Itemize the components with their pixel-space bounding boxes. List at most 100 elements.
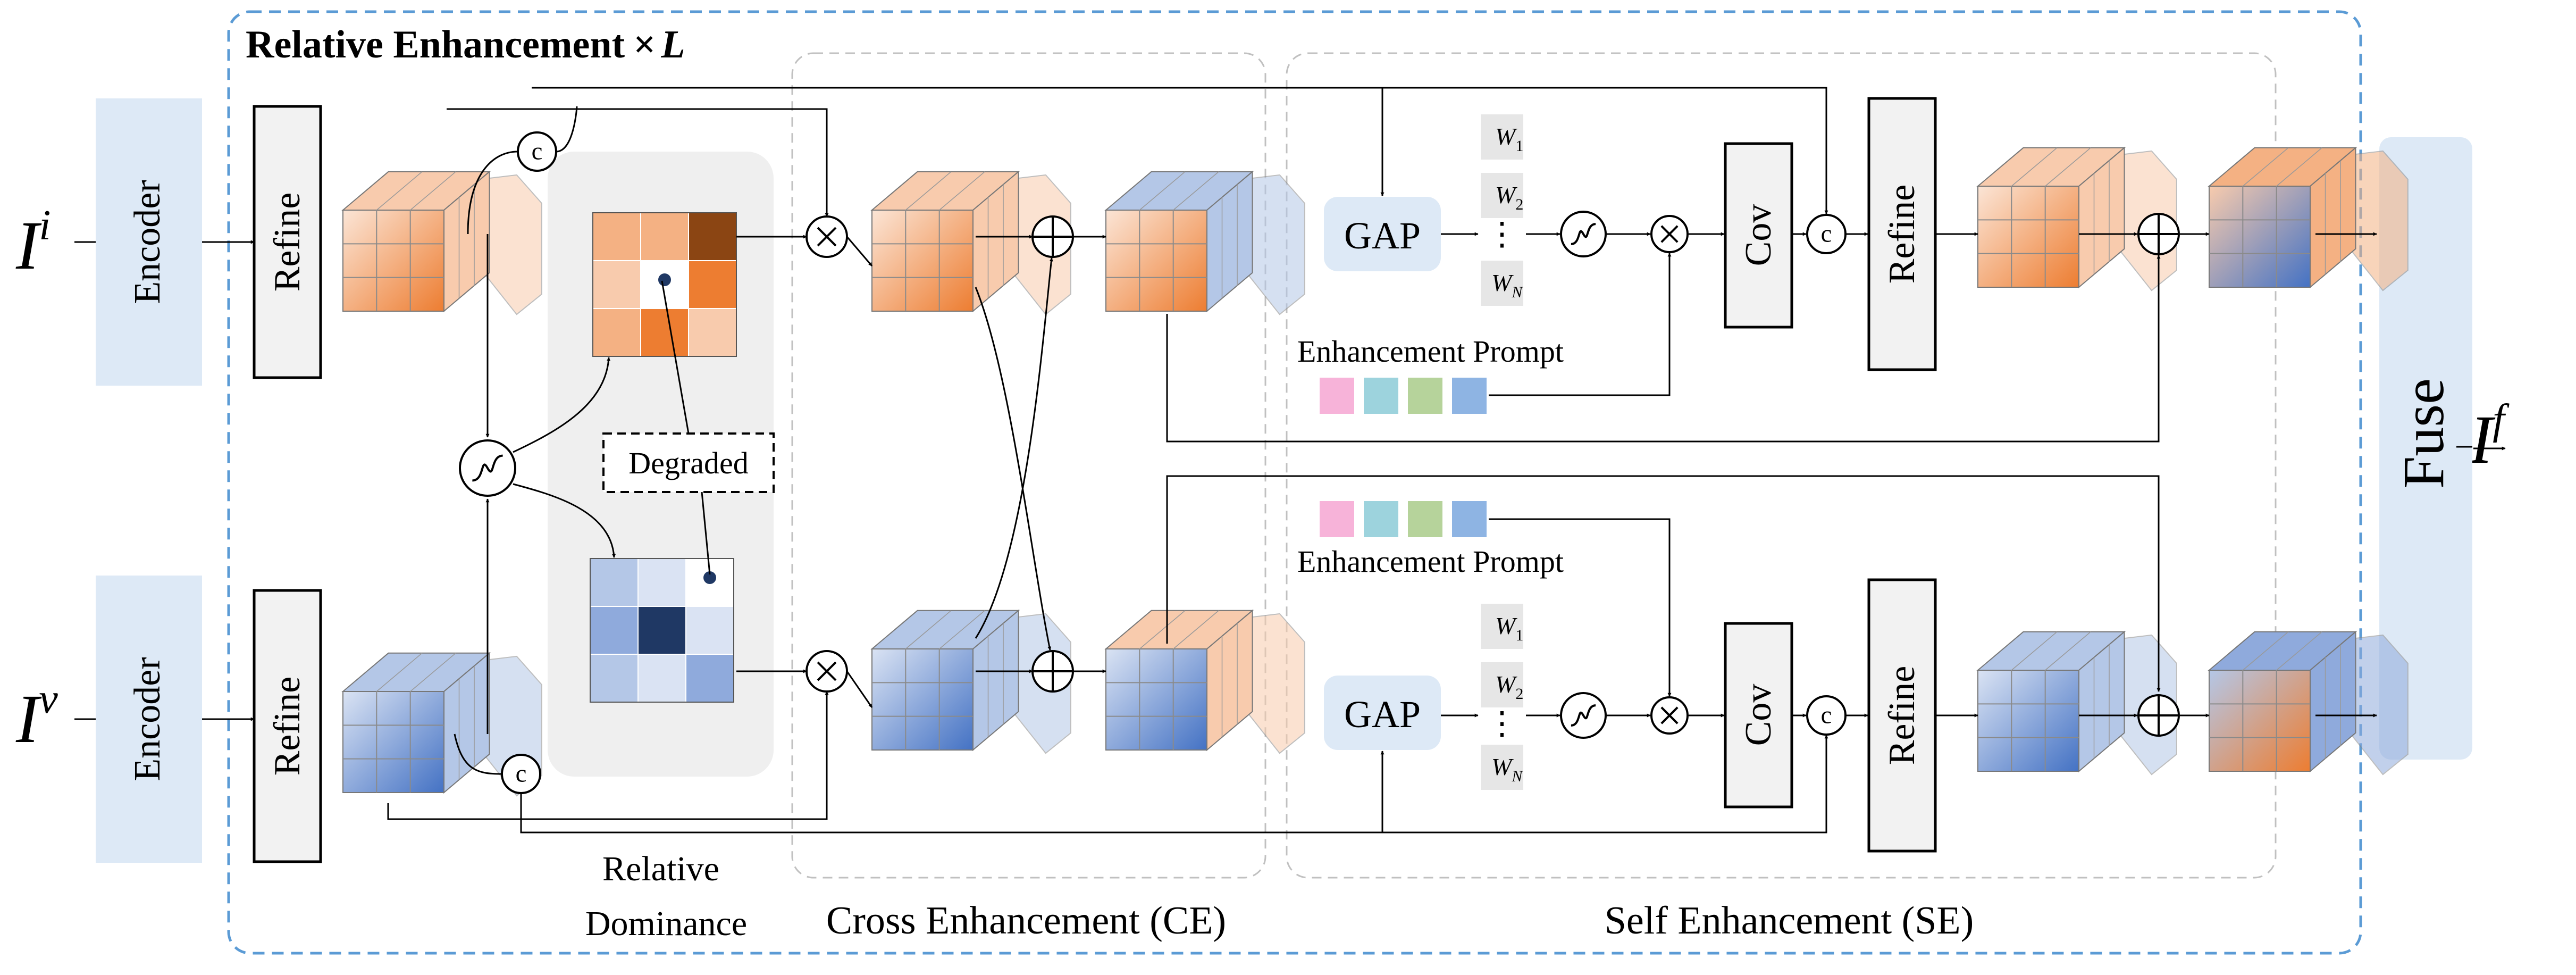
- weight-wn-bottom-label: WN: [1491, 753, 1523, 785]
- prompt-swatch-green-bottom: [1408, 501, 1442, 537]
- top-long-skip: [532, 87, 1828, 214]
- feature-cube-vis-cross-sum: [1104, 609, 1305, 754]
- concat-bottom-se: c: [1806, 695, 1847, 736]
- refine-top-right: [1867, 97, 1937, 371]
- ce-bottom-residual-to-add: [1166, 475, 2161, 692]
- diagram-title: Relative Enhancement×L: [246, 23, 685, 66]
- refine-top-left-label: Refine: [267, 193, 308, 292]
- input-visible-label: Iv: [15, 676, 58, 757]
- vis-skip-to-mul: [387, 691, 829, 820]
- gap-bottom-label: GAP: [1344, 693, 1421, 736]
- concat-top-up: [556, 106, 578, 153]
- self-enhancement-label: Self Enhancement (SE): [1605, 899, 1974, 943]
- feature-cube-vis-self-refined: [1976, 630, 2177, 776]
- add-top-ce: [1031, 215, 1074, 258]
- prompt-swatch-green-top: [1408, 378, 1442, 414]
- concat-bottom-rd: c: [501, 754, 541, 794]
- weight-w1-bottom: [1481, 604, 1523, 649]
- prompt-top-to-mul: [1489, 253, 1672, 396]
- relative-dominance-label-line1: Relative: [602, 849, 719, 888]
- feature-cube-ir-refined: [341, 170, 542, 315]
- ce-top-residual-to-add: [1166, 255, 2161, 443]
- feature-cube-ir-cross-mult: [870, 170, 1071, 315]
- bottom-long-skip: [520, 735, 1828, 834]
- encoder-bottom-label: Encoder: [127, 657, 168, 781]
- vis-dominance-map: [590, 558, 734, 703]
- weight-w1-bottom-label: W1: [1495, 612, 1523, 644]
- enhancement-prompt-top-label: Enhancement Prompt: [1297, 334, 1564, 369]
- multiply-bottom-se: [1650, 696, 1689, 735]
- prompt-swatch-pink-top: [1320, 378, 1354, 414]
- prompt-swatch-cyan-bottom: [1364, 501, 1398, 537]
- gap-top-block: [1324, 197, 1441, 271]
- degraded-label: Degraded: [628, 446, 748, 480]
- refine-bottom-left: [253, 589, 322, 863]
- ir-dominance-map: [592, 212, 737, 357]
- encoder-top-block: [96, 98, 202, 386]
- multiply-bottom-ce: [805, 650, 848, 693]
- concat-top-rd: c: [517, 131, 557, 172]
- ir-dot-to-degraded: [661, 280, 690, 434]
- refine-bottom-left-label: Refine: [267, 677, 308, 776]
- relative-enhancement-frame: [227, 10, 2362, 955]
- weight-w2-bottom: [1481, 662, 1523, 707]
- cov-top-label: Cov: [1738, 204, 1779, 266]
- refine-ir-to-concat: [467, 151, 518, 235]
- concat-top-se: c: [1806, 214, 1847, 254]
- weight-wn-top-label: WN: [1491, 269, 1523, 301]
- prompt-swatch-blue-top: [1452, 378, 1487, 414]
- mul-top-to-cube: [846, 236, 873, 266]
- svg-text:c: c: [516, 760, 527, 787]
- enhancement-prompt-bottom-label: Enhancement Prompt: [1297, 544, 1564, 579]
- multiply-top-ce: [805, 215, 848, 258]
- encoder-top-label: Encoder: [127, 180, 168, 304]
- refine-bottom-right: [1867, 578, 1937, 853]
- cross-ir-to-vis: [975, 287, 1052, 651]
- input-infrared-label: Ii: [15, 202, 51, 284]
- cov-bottom-block: [1724, 622, 1793, 809]
- prompt-swatch-cyan-top: [1364, 378, 1398, 414]
- self-enhancement-frame: [1286, 52, 2277, 879]
- sigmoid-to-ir-map: [513, 357, 611, 453]
- fuse-block: [2379, 137, 2472, 760]
- feature-cube-vis-refined: [341, 652, 542, 797]
- add-bottom-se: [2137, 694, 2180, 737]
- prompt-swatch-pink-bottom: [1320, 501, 1354, 537]
- feature-cube-ir-cross-sum: [1104, 170, 1305, 315]
- relative-dominance-label-line2: Dominance: [585, 904, 747, 943]
- feature-cube-ir-output: [2208, 146, 2409, 291]
- mul-bottom-to-cube: [846, 671, 873, 708]
- cov-bottom-label: Cov: [1738, 684, 1779, 746]
- weight-w2-bottom-label: W2: [1495, 671, 1523, 703]
- feature-cube-vis-cross-mult: [870, 609, 1071, 754]
- gap-bottom-block: [1324, 676, 1441, 750]
- output-fused-label: If: [2469, 396, 2510, 478]
- ir-skip-to-mul: [447, 108, 829, 217]
- cov-top-block: [1724, 142, 1793, 329]
- weight-wn-bottom: [1481, 745, 1523, 790]
- weight-dots-top: ⋮: [1486, 216, 1518, 252]
- svg-text:c: c: [532, 137, 543, 165]
- refine-bottom-right-label: Refine: [1882, 666, 1923, 765]
- vis-dot-to-degraded: [701, 491, 711, 575]
- add-bottom-ce: [1031, 650, 1074, 693]
- cross-vis-to-ir: [975, 257, 1053, 639]
- refine-vis-to-concat: [454, 734, 502, 775]
- weight-w1-top: [1481, 114, 1523, 160]
- sigmoid-bottom-se: [1560, 692, 1607, 739]
- weight-w1-top-label: W1: [1495, 123, 1523, 155]
- fuse-label: Fuse: [2391, 378, 2456, 489]
- multiply-top-se: [1650, 215, 1689, 253]
- gap-top-label: GAP: [1344, 214, 1421, 257]
- feature-cube-ir-self-refined: [1976, 146, 2177, 291]
- prompt-bottom-to-mul: [1489, 518, 1672, 697]
- add-top-se: [2137, 213, 2180, 255]
- sigmoid-to-vis-map: [513, 483, 616, 558]
- feature-cube-vis-output: [2208, 630, 2409, 776]
- cross-enhancement-frame: [791, 52, 1266, 879]
- svg-text:c: c: [1821, 701, 1832, 729]
- prompt-swatch-blue-bottom: [1452, 501, 1487, 537]
- weight-w2-top: [1481, 173, 1523, 218]
